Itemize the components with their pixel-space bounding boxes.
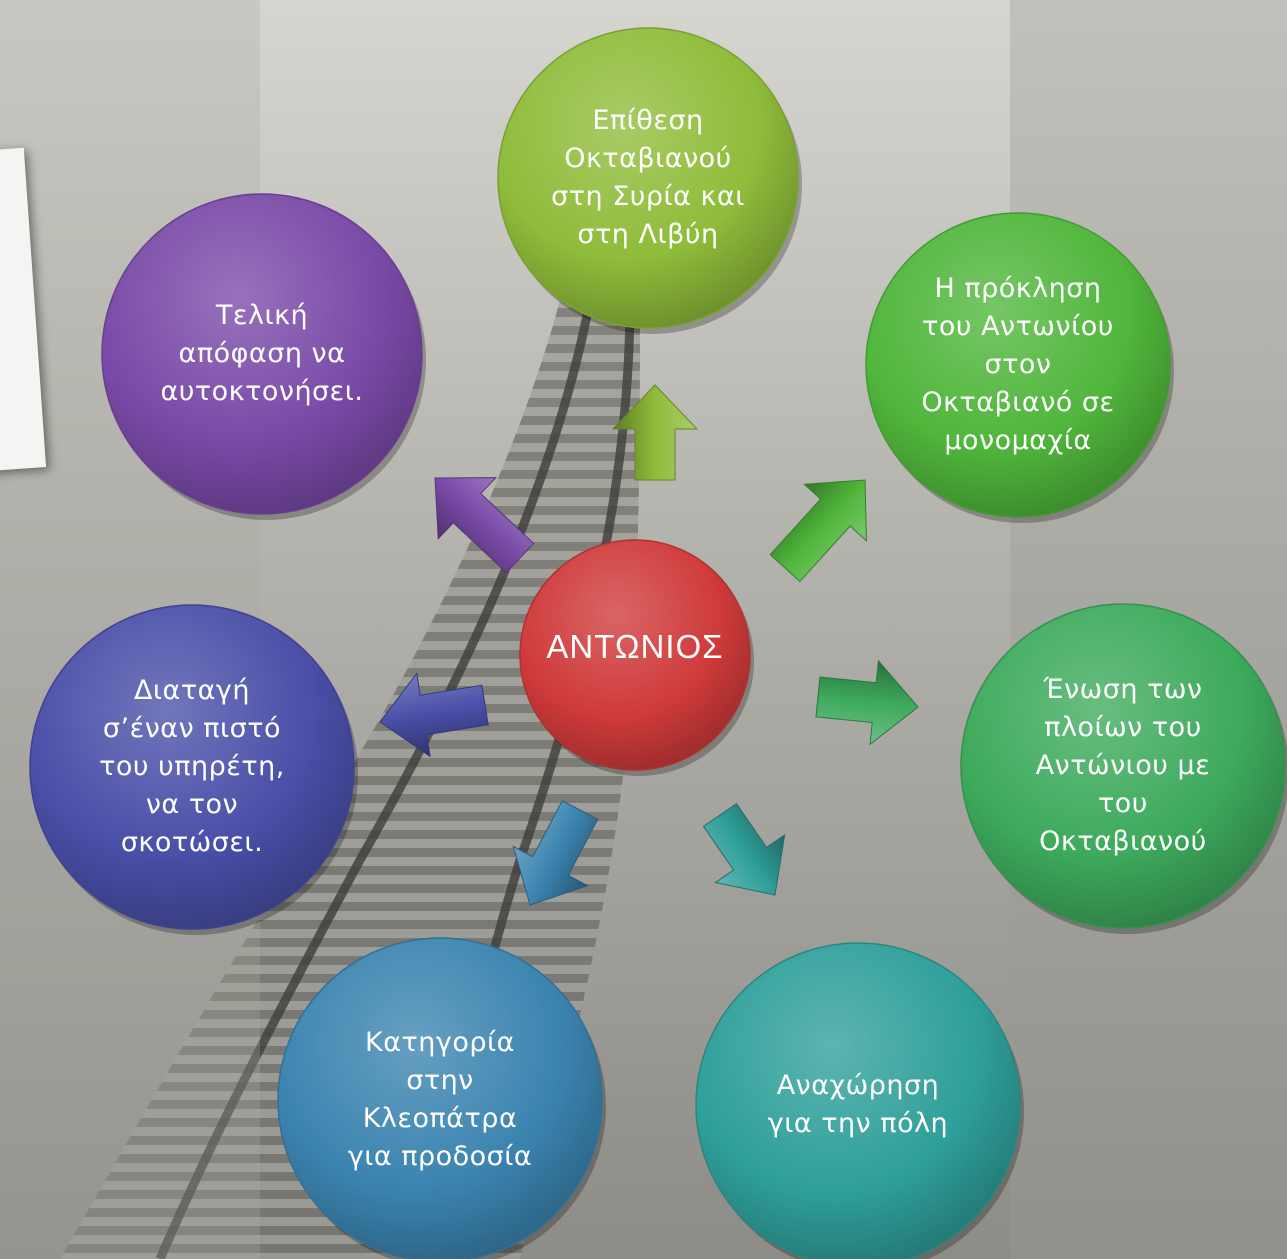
- arrow-to-right: [815, 659, 919, 746]
- circle-top-right: [865, 212, 1171, 518]
- arrow-to-top-left: [434, 477, 535, 574]
- label-top: Επίθεση Οκταβιανού στη Συρία και στη Λιβ…: [551, 105, 745, 250]
- circle-top-left: [101, 193, 423, 515]
- circle-top: [497, 27, 799, 329]
- arrow-to-left: [379, 672, 489, 758]
- center-circle: [519, 539, 751, 771]
- label-bottom-left: Κατηγορία στην Κλεοπάτρα για προδοσία: [347, 1027, 533, 1172]
- arrow-to-top-right: [769, 479, 868, 583]
- arrow-to-top: [611, 384, 699, 481]
- circle-left: [29, 604, 355, 930]
- label-right: Ένωση των πλοίων του Αντώνιου με του Οκτ…: [1035, 674, 1211, 857]
- circle-right: [960, 603, 1286, 929]
- arrow-to-bottom-left: [512, 800, 599, 906]
- circle-bottom-left: [277, 937, 603, 1259]
- arrow-to-bottom-right: [702, 802, 786, 896]
- center-label: ΑΝΤΩΝΙΟΣ: [546, 628, 724, 665]
- label-bottom-right: Αναχώρηση για την πόλη: [767, 1070, 949, 1139]
- label-left: Διαταγή σ’έναν πιστό του υπηρέτη, να τον…: [99, 675, 285, 858]
- circle-bottom-right: [695, 942, 1021, 1259]
- label-top-right: Η πρόκληση του Αντωνίου στον Οκταβιανό σ…: [921, 273, 1115, 456]
- label-top-left: Τελική απόφαση να αυτοκτονήσει.: [160, 300, 364, 407]
